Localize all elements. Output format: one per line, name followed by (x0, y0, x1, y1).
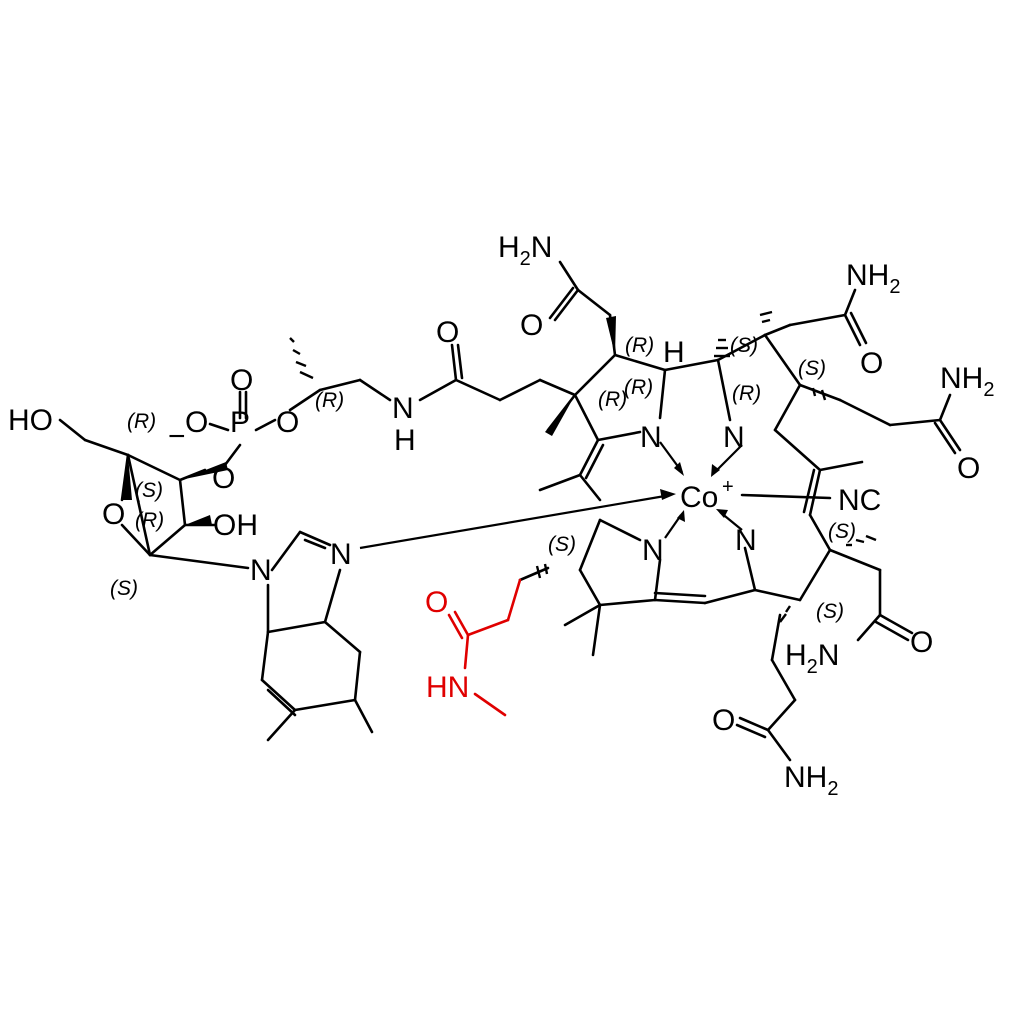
stereo-bonds (122, 310, 877, 623)
stereo-r-ring-b: (R) (732, 382, 761, 405)
atom-nh2-top-right: NH2 (846, 259, 900, 298)
stereo-s-ring-d: (S) (548, 533, 576, 556)
stereo-s-top-mid: (S) (730, 334, 758, 357)
atom-o-top-right-amide: O (860, 347, 883, 380)
atom-oh-sugar: OH (213, 509, 258, 542)
atom-o-bottom: O (712, 704, 735, 737)
atom-hn-red: HN (426, 671, 469, 704)
atom-labels: H2N O NH2 O NH2 O H O O − P O O N H O HO… (8, 231, 994, 800)
stereo-s-ring-c2: (S) (816, 600, 844, 623)
atom-co-center: Co (680, 481, 718, 514)
stereo-r-sugar-top: (R) (127, 410, 156, 433)
bond-network (58, 260, 962, 762)
atom-h2n-bottom: H2N (785, 639, 839, 678)
coordination-arrows (359, 441, 743, 550)
stereo-s-ring-c: (S) (828, 520, 856, 543)
atom-o-sugar-ring: O (102, 498, 125, 531)
atom-o-minus: O (185, 406, 208, 439)
stereo-s-sugar-mid: (S) (135, 479, 163, 502)
atom-nh2-right: NH2 (940, 362, 994, 401)
atom-n-ring-b: N (723, 421, 745, 454)
atom-o-phosphate-right: O (276, 406, 299, 439)
atom-o-right-amide: O (957, 452, 980, 485)
atom-o-phosphate-top: O (230, 364, 253, 397)
atom-ho-left: HO (8, 404, 53, 437)
atom-nc-ligand: NC (838, 484, 881, 517)
stereo-r-ring-a1: (R) (598, 388, 627, 411)
atom-n-ring-a: N (640, 421, 662, 454)
stereo-r-sugar-mid2: (R) (135, 509, 164, 532)
stereo-r-linker: (R) (315, 389, 344, 412)
atom-o-top-amide: O (520, 309, 543, 342)
atom-n-benz-right: N (330, 538, 352, 571)
atom-o-red: O (425, 586, 448, 619)
atom-n-benz-left: N (250, 554, 272, 587)
atom-nh2-bottom: NH2 (784, 761, 838, 800)
atom-o-phosphate-bottom: O (212, 462, 235, 495)
atom-o-bottom-right: O (910, 626, 933, 659)
atom-nh-linker-h: H (394, 424, 416, 457)
atom-n-ring-c: N (735, 524, 757, 557)
atom-nh-linker-n: N (392, 392, 414, 425)
atom-minus-sign: − (168, 420, 186, 453)
atom-o-linker-amide: O (436, 316, 459, 349)
stereo-s-sugar-bottom: (S) (110, 577, 138, 600)
stereo-labels: (R) (S) (R) (R) (R) (S) (R) (R) (S) (R) … (110, 334, 856, 623)
stereo-s-ring-b: (S) (798, 357, 826, 380)
stereo-r-ring-a2: (R) (624, 376, 653, 399)
atom-h-ring: H (663, 336, 685, 369)
atom-n-ring-d: N (642, 534, 664, 567)
atom-p: P (230, 406, 250, 439)
atom-h2n-top: H2N (498, 231, 552, 270)
atom-co-charge: + (722, 476, 734, 498)
stereo-r-top-left: (R) (625, 334, 654, 357)
